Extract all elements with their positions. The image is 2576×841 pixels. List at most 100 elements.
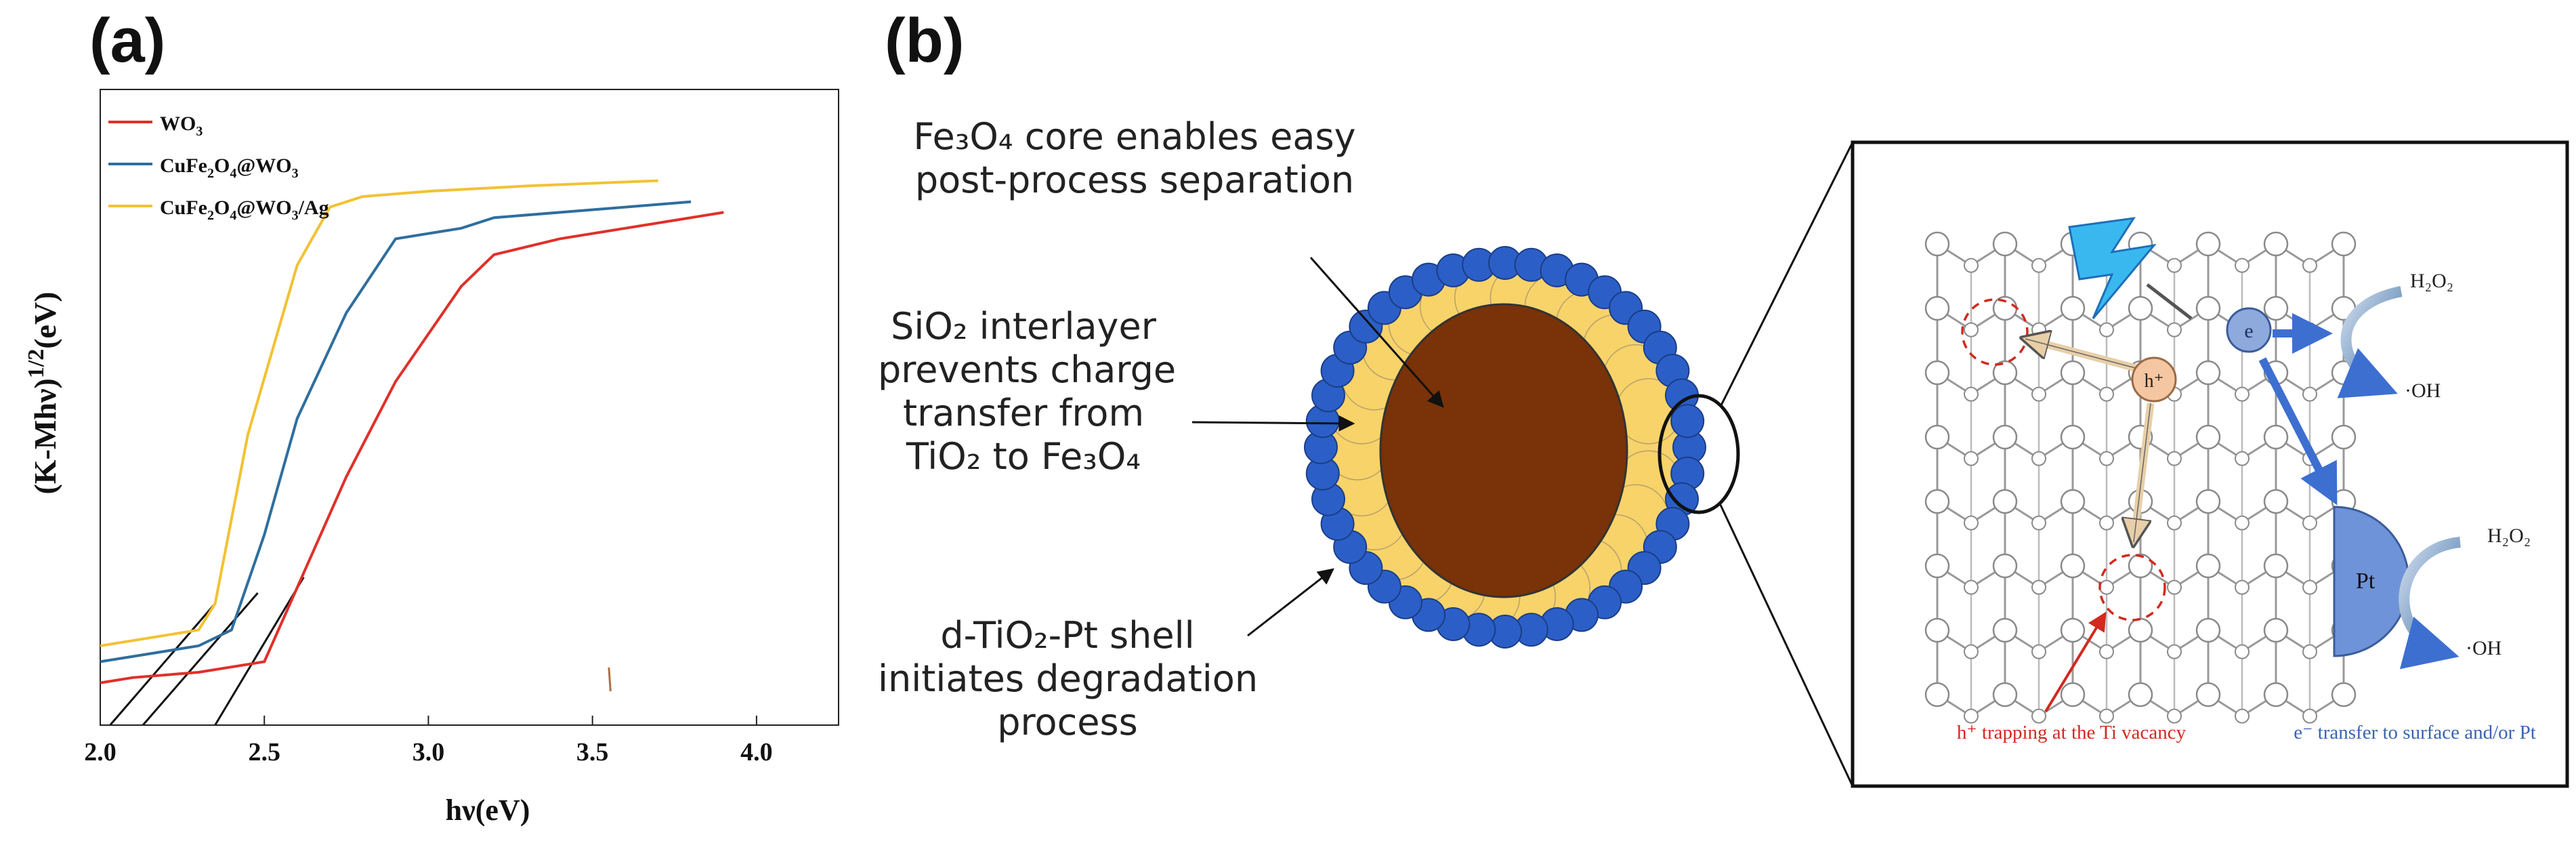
tio2-sphere xyxy=(1367,569,1401,604)
lattice-bond xyxy=(1970,307,2006,331)
lattice-bond xyxy=(2140,629,2175,653)
lattice-bond xyxy=(2174,243,2209,266)
lattice-atom-small xyxy=(1964,579,1979,595)
lattice-atom-large xyxy=(2331,617,2357,643)
tio2-sphere xyxy=(1588,585,1622,619)
lattice-bond xyxy=(2038,565,2073,588)
lattice-atom-large xyxy=(2331,424,2357,450)
lattice-bond xyxy=(1937,565,1972,588)
lattice-atom-large xyxy=(2331,231,2357,257)
y-axis-label-main: (K-Mhν) xyxy=(28,378,62,494)
tio2-sphere xyxy=(1305,404,1340,438)
lattice-bond xyxy=(2309,436,2344,459)
interlayer-cell xyxy=(1419,555,1486,621)
lattice-atom-small xyxy=(2235,579,2250,595)
trapping-pointer-arrow xyxy=(2044,611,2107,713)
lattice-atom-small xyxy=(2031,708,2046,724)
lattice-atom-large xyxy=(2128,617,2153,643)
tio2-sphere xyxy=(1665,482,1699,516)
chart-lines xyxy=(100,179,724,726)
lattice-bond xyxy=(2038,693,2073,717)
lattice-atom-large xyxy=(2195,295,2221,321)
lattice-bond xyxy=(2275,693,2310,717)
lattice-bond xyxy=(2174,371,2209,395)
interlayer-annotation: SiO₂ interlayer prevents charge transfer… xyxy=(878,305,1177,478)
lattice-atom-small xyxy=(2099,644,2114,659)
tio2-sphere xyxy=(1670,404,1705,438)
interlayer-cell xyxy=(1388,538,1454,604)
interlayer-cell xyxy=(1361,514,1428,581)
lattice-bond xyxy=(2004,243,2040,266)
lattice-bond xyxy=(2208,693,2243,717)
lattice-atom-large xyxy=(2331,295,2357,321)
electron-arrow-to-pt xyxy=(2258,357,2338,506)
lattice-atom-small xyxy=(2302,451,2317,466)
interlayer-cell xyxy=(1328,378,1395,445)
lattice-atom-small xyxy=(2302,322,2317,337)
lattice-bond xyxy=(2309,243,2344,266)
lattice-atom-small xyxy=(2167,644,2182,659)
lattice-bond xyxy=(2004,565,2040,588)
x-tick-label: 3.0 xyxy=(413,738,445,766)
lattice-atom-small xyxy=(2031,644,2046,659)
tio2-sphere xyxy=(1412,262,1445,297)
tio2-sphere xyxy=(1388,585,1422,619)
tio2-sphere xyxy=(1333,330,1368,365)
y-axis-label-exp: 1/2 xyxy=(24,349,49,378)
x-tick-label: 4.0 xyxy=(740,738,773,766)
lattice-atom-large xyxy=(2128,295,2153,321)
interlayer-cell xyxy=(1324,414,1391,480)
lattice-bond xyxy=(2106,693,2141,717)
oh-top-label: ·OH xyxy=(2405,380,2441,402)
lattice-bond xyxy=(2275,243,2310,266)
lattice-bond xyxy=(2004,693,2040,717)
lattice-atom-small xyxy=(2031,322,2046,337)
interlayer-cell xyxy=(1615,450,1682,516)
x-axis-label: hν(eV) xyxy=(446,794,530,827)
lattice-atom-large xyxy=(1924,360,1950,386)
tio2-sphere xyxy=(1540,253,1574,287)
lattice-atom-large xyxy=(2060,295,2086,321)
tio2-sphere xyxy=(1643,330,1677,365)
lattice-atom-large xyxy=(2263,489,2289,514)
lattice-atom-large xyxy=(2128,553,2153,579)
y-axis-label: (K-Mhν)1/2(eV) xyxy=(24,291,62,494)
lattice-atom-large xyxy=(2263,295,2289,321)
lattice-bond xyxy=(2072,565,2107,588)
lattice-bond xyxy=(2208,436,2243,459)
shell-annotation-line-1: d-TiO₂-Pt shell xyxy=(940,614,1195,657)
lattice-atom-large xyxy=(2060,682,2086,707)
tio2-sphere xyxy=(1670,456,1705,491)
tio2-sphere xyxy=(1665,378,1699,413)
inset-background xyxy=(1853,142,2567,786)
lattice-atom-large xyxy=(2060,553,2086,579)
lattice-bond xyxy=(2275,565,2310,588)
lattice-atom-large xyxy=(1992,424,2018,450)
interlayer-cell xyxy=(1620,414,1686,480)
lattice-atom-small xyxy=(2235,258,2250,273)
lattice-bond xyxy=(2072,629,2107,653)
lattice-bond xyxy=(2241,565,2277,588)
lattice-bond xyxy=(2208,565,2243,588)
lattice-bond xyxy=(2275,436,2310,459)
tio2-sphere xyxy=(1609,569,1643,604)
interlayer-pointer-arrow xyxy=(1191,415,1355,432)
fe3o4-core xyxy=(1379,303,1628,598)
interlayer-annotation-line-2: prevents charge xyxy=(878,348,1177,391)
tio2-sphere xyxy=(1565,598,1599,632)
interlayer-cell xyxy=(1454,264,1521,331)
tio2-sphere xyxy=(1412,598,1445,632)
legend-label-3: CuFe2O4@WO3/Ag xyxy=(160,197,329,223)
lattice-bond xyxy=(2241,500,2277,524)
lattice-bond xyxy=(2140,500,2175,524)
lattice-atom-small xyxy=(2302,708,2317,724)
lattice-atom-large xyxy=(2060,231,2086,257)
lattice-bond xyxy=(2072,500,2107,524)
tio2-sphere xyxy=(1488,246,1522,280)
lattice-bond xyxy=(1970,693,2006,717)
lattice-bond xyxy=(2038,629,2073,653)
lattice-bond xyxy=(2309,307,2344,331)
lattice-atom-large xyxy=(2263,360,2289,386)
lattice-atom-small xyxy=(1964,515,1979,531)
